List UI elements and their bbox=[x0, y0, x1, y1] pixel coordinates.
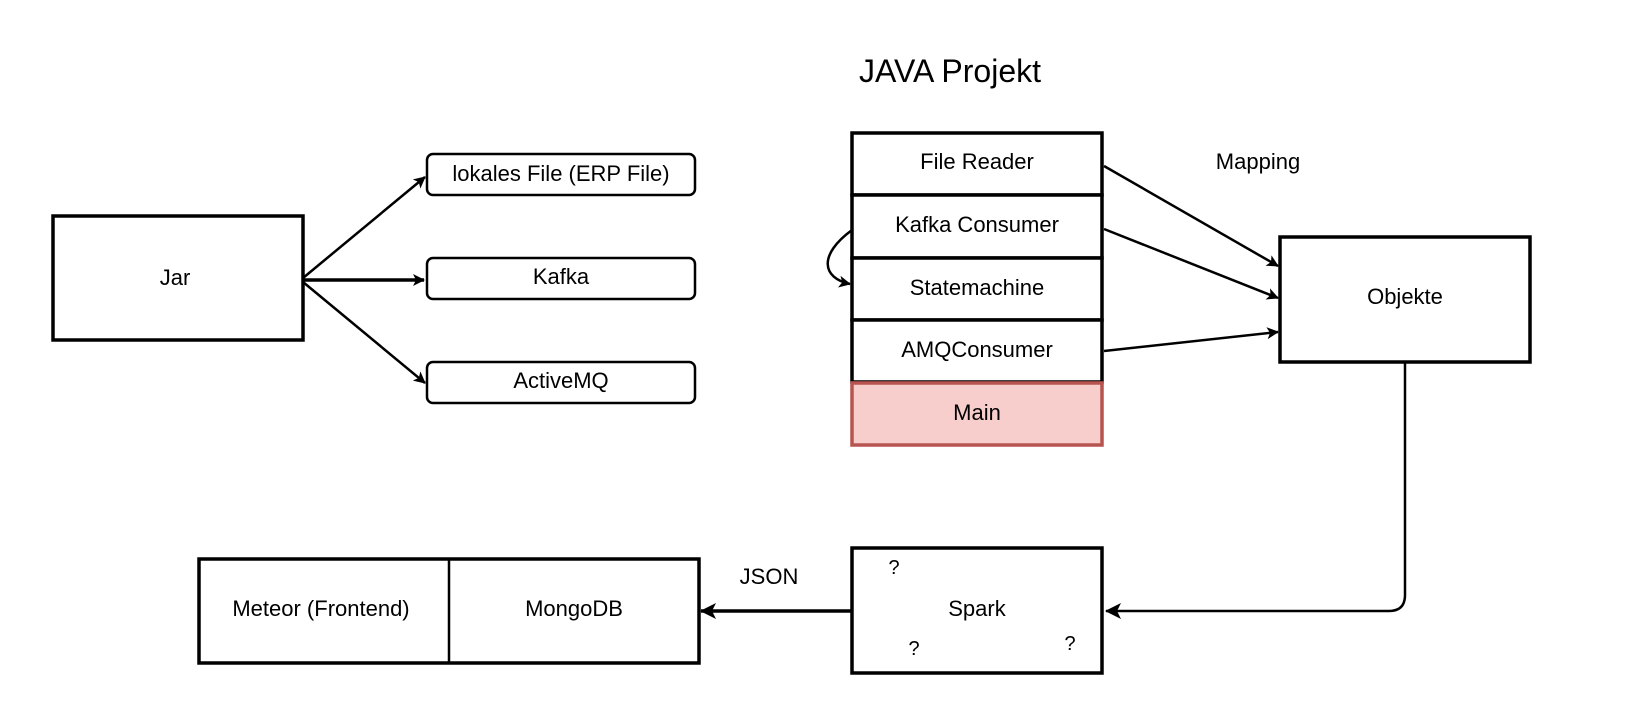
jar-node[interactable]: Jar bbox=[51, 214, 305, 342]
amq-consumer-label: AMQConsumer bbox=[901, 337, 1053, 362]
edge-objekte-to-spark bbox=[1105, 362, 1407, 619]
local-file-label: lokales File (ERP File) bbox=[452, 161, 669, 186]
activemq-node[interactable]: ActiveMQ bbox=[425, 360, 697, 405]
file-reader-label: File Reader bbox=[920, 149, 1034, 174]
edge-jar-to-activemq bbox=[302, 281, 426, 384]
mapping-edge-label: Mapping bbox=[1216, 149, 1300, 174]
edge-jar-to-local-file bbox=[302, 176, 426, 279]
frontend-database-container[interactable]: Meteor (Frontend) MongoDB bbox=[197, 557, 701, 665]
jar-label: Jar bbox=[160, 265, 191, 290]
mongodb-label: MongoDB bbox=[525, 596, 623, 621]
file-reader-node[interactable]: File Reader bbox=[850, 131, 1104, 197]
statemachine-label: Statemachine bbox=[910, 275, 1045, 300]
edge-kafka-consumer-to-statemachine bbox=[826, 228, 853, 288]
spark-question-mark-1: ? bbox=[888, 557, 899, 579]
amq-consumer-node[interactable]: AMQConsumer bbox=[850, 318, 1104, 384]
objekte-label: Objekte bbox=[1367, 284, 1443, 309]
spark-question-mark-3: ? bbox=[1064, 633, 1075, 655]
kafka-consumer-node[interactable]: Kafka Consumer bbox=[850, 193, 1104, 260]
activemq-label: ActiveMQ bbox=[513, 368, 608, 393]
json-edge-label: JSON bbox=[740, 564, 799, 589]
meteor-label: Meteor (Frontend) bbox=[232, 596, 409, 621]
spark-node[interactable]: Spark ? ? ? bbox=[850, 546, 1104, 675]
spark-question-mark-2: ? bbox=[908, 638, 919, 660]
local-file-node[interactable]: lokales File (ERP File) bbox=[425, 152, 697, 197]
main-label: Main bbox=[953, 400, 1001, 425]
kafka-label: Kafka bbox=[533, 264, 590, 289]
kafka-node[interactable]: Kafka bbox=[425, 256, 697, 301]
statemachine-node[interactable]: Statemachine bbox=[850, 256, 1104, 322]
main-node[interactable]: Main bbox=[850, 381, 1104, 447]
edge-kafka-consumer-to-objekte bbox=[1103, 227, 1279, 300]
objekte-node[interactable]: Objekte bbox=[1278, 235, 1532, 364]
diagram-title: JAVA Projekt bbox=[859, 53, 1041, 89]
kafka-consumer-label: Kafka Consumer bbox=[895, 212, 1059, 237]
edge-file-reader-to-objekte bbox=[1103, 164, 1279, 268]
edge-amq-consumer-to-objekte bbox=[1103, 327, 1279, 353]
spark-label: Spark bbox=[948, 596, 1006, 621]
